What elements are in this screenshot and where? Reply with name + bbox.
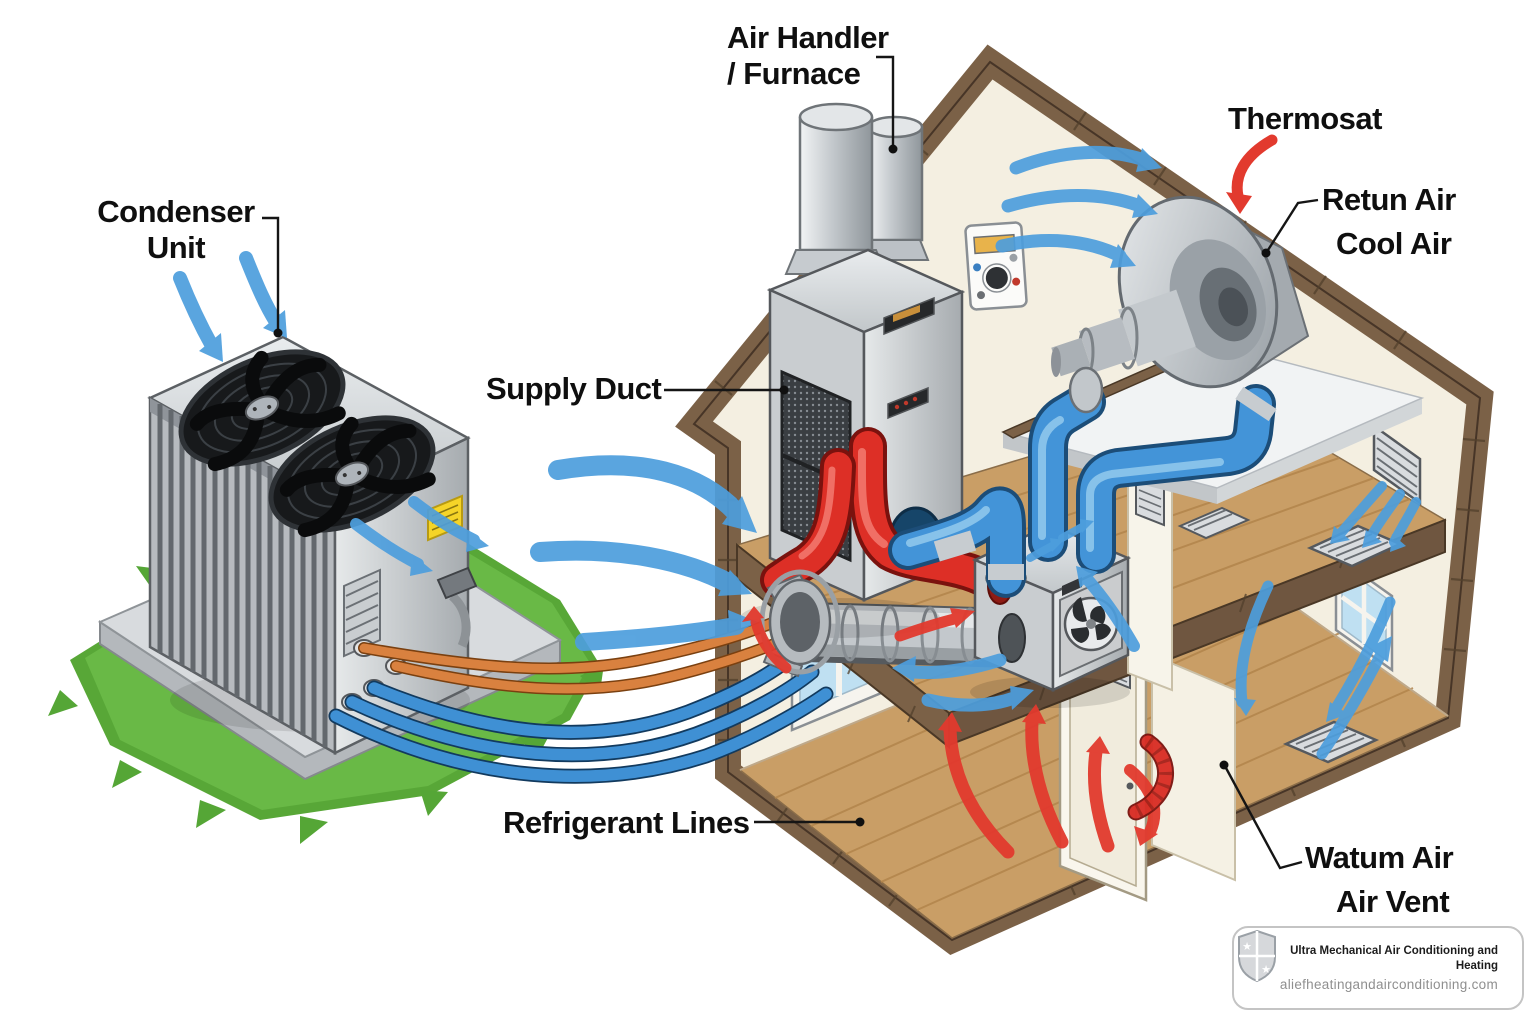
cool-air-duct-pipes	[888, 366, 1277, 598]
svg-text:★: ★	[1261, 963, 1271, 976]
return-air-cone	[1051, 195, 1310, 389]
brand-badge-text: Ultra Mechanical Air Conditioning and He…	[1248, 944, 1498, 992]
label-leader-lines	[262, 55, 1319, 870]
interior-wall-upper	[1127, 453, 1173, 692]
label-condenser-unit: Condenser Unit	[97, 194, 255, 265]
interior-wall	[1151, 653, 1236, 882]
label-cool-air: Cool Air	[1336, 226, 1452, 261]
label-air-vent: Air Vent	[1336, 884, 1450, 919]
brand-title: Ultra Mechanical Air Conditioning and He…	[1290, 945, 1498, 972]
trunk-port	[998, 613, 1026, 663]
refrigerant-lines	[328, 610, 834, 784]
wall-flange	[759, 569, 841, 678]
condenser-fan	[178, 349, 346, 472]
thermostat-pointer-arrow	[1226, 134, 1278, 214]
electrical-conduit	[448, 592, 471, 648]
brand-badge: Ultra Mechanical Air Conditioning and He…	[1232, 926, 1524, 1010]
thermostat-device	[964, 221, 1028, 311]
warm-air-arrows	[742, 606, 1175, 859]
condenser-fins	[157, 404, 328, 747]
floor-vent	[1177, 506, 1251, 540]
label-thermostat: Thermosat	[1228, 101, 1382, 136]
label-warm-air: Watum Air	[1305, 840, 1454, 875]
label-air-handler: Air Handler / Furnace	[727, 20, 889, 91]
svg-text:★: ★	[1242, 940, 1252, 953]
label-supply-duct: Supply Duct	[486, 371, 662, 406]
cool-air-arrows	[530, 145, 1421, 760]
condenser-unit	[147, 335, 478, 756]
label-return-air: Retun Air	[1322, 182, 1456, 217]
condenser-fan	[268, 415, 436, 538]
brand-url: aliefheatingandairconditioning.com	[1279, 976, 1498, 992]
condenser-louver-vent	[343, 568, 381, 658]
label-refrigerant-lines: Refrigerant Lines	[503, 805, 750, 840]
